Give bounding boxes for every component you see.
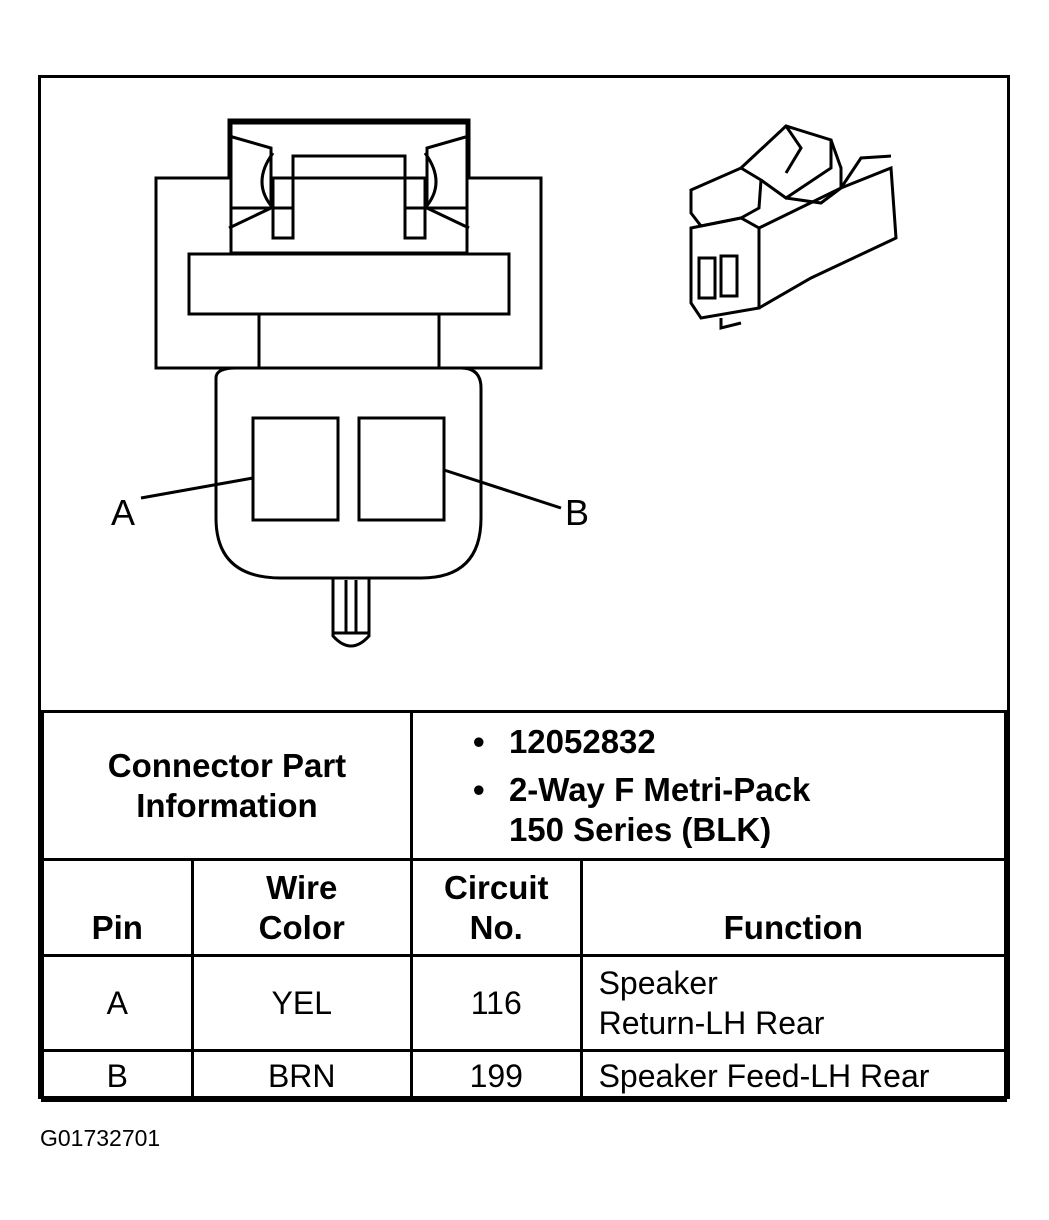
part-number: 12052832 [508,722,656,760]
header-circuit-line1: Circuit [444,869,549,906]
connector-diagram: A B [41,78,1007,710]
connector-info-label-line2: Information [136,786,318,824]
function-cell: Speaker Feed-LH Rear [579,1049,1008,1102]
connector-face-drawing [140,118,898,648]
description-line1: 2-Way F Metri-Pack [508,770,811,808]
circuit-cell: 116 [409,954,583,1052]
circuit-cell: 199 [409,1049,583,1102]
header-circuit: Circuit No. [409,858,583,957]
connector-info-values: • 12052832 • 2-Way F Metri-Pack 150 Seri… [409,710,1008,861]
table-header-row: Pin Wire Color Circuit No. Function [41,858,1008,957]
connector-info-label: Connector Part Information [41,710,413,861]
connector-pinout-table: Connector Part Information • 12052832 • … [41,710,1008,1102]
bullet-icon: • [472,722,485,760]
connector-isometric-view [689,124,898,330]
description-line: • 2-Way F Metri-Pack 150 Series (BLK) [473,770,1004,850]
latch-bar [291,154,407,180]
connector-description: 2-Way F Metri-Pack 150 Series (BLK) [509,770,810,850]
figure-id: G01732701 [40,1125,161,1151]
function-line2: Return-LH Rear [598,1005,825,1041]
leader-line-b [443,468,562,510]
connector-info-row: Connector Part Information • 12052832 • … [41,710,1008,861]
function-line1: Speaker [598,965,718,1001]
table-row: B BRN 199 Speaker Feed-LH Rear [41,1049,1008,1102]
header-pin: Pin [41,858,194,957]
header-circuit-line2: No. [469,909,523,946]
connector-info-label-line1: Connector Part [107,746,347,784]
header-wire-color-line1: Wire [266,869,338,906]
pin-label-a: A [111,492,136,533]
pin-cell: B [41,1049,194,1102]
header-wire-color: Wire Color [190,858,413,957]
leader-line-a [140,476,254,500]
connector-body [214,366,483,580]
latch-outline [229,121,469,255]
wire-color-cell: BRN [190,1049,413,1102]
pin-cell: A [41,954,194,1052]
table-row: A YEL 116 Speaker Return-LH Rear [41,954,1008,1052]
description-line2: 150 Series (BLK) [508,810,772,848]
cross-bar [187,252,511,316]
connector-frame: A B Connector Part Information • 1205283… [38,75,1010,1102]
pin-label-b: B [565,492,590,533]
header-function: Function [579,858,1008,957]
function-cell: Speaker Return-LH Rear [579,954,1008,1052]
cavity-b [357,416,446,522]
part-number-line: • 12052832 [473,722,1004,762]
cavity-a [251,416,340,522]
wire-color-cell: YEL [190,954,413,1052]
bullet-icon: • [472,770,485,808]
header-wire-color-line2: Color [258,909,345,946]
key-tab [331,578,371,648]
